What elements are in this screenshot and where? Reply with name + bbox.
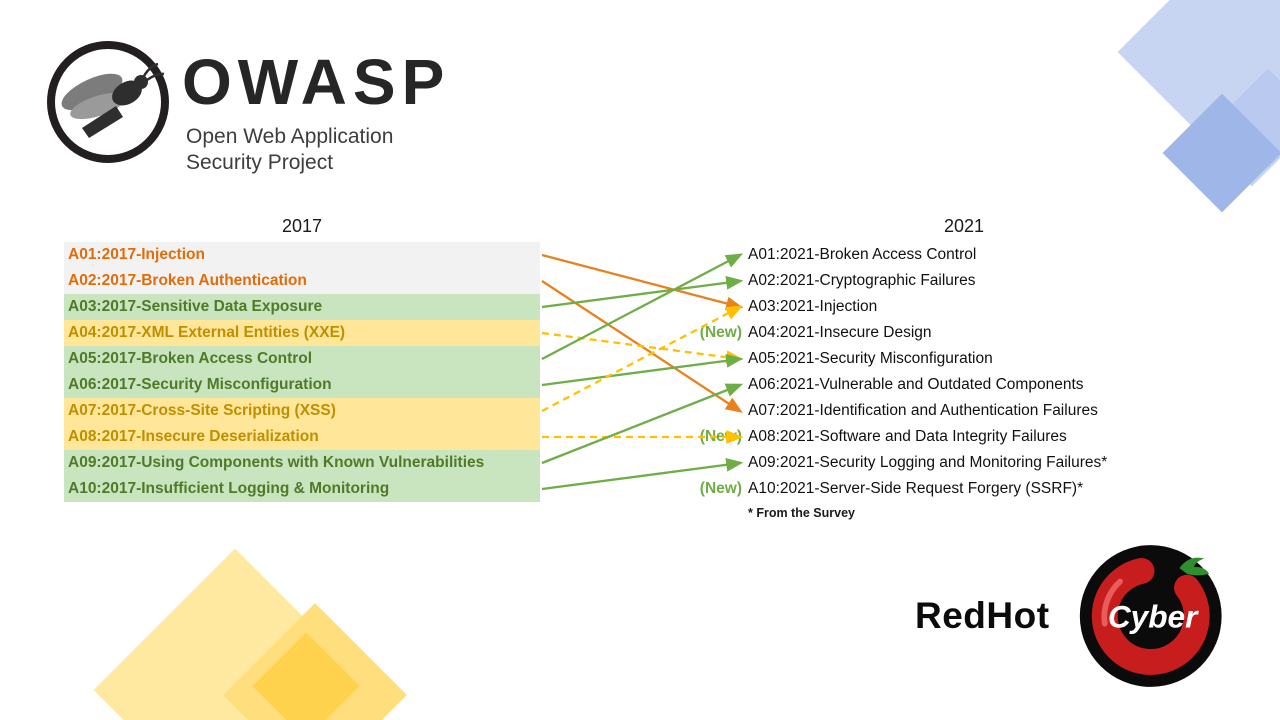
owasp-2021-item: A06:2021-Vulnerable and Outdated Compone… [684, 372, 1107, 398]
owasp-2021-item: (New) A10:2021-Server-Side Request Forger… [684, 476, 1107, 502]
owasp-2021-item: A01:2021-Broken Access Control [684, 242, 1107, 268]
column-header-2017: 2017 [281, 216, 323, 236]
owasp-2017-item: A02:2017-Broken Authentication [64, 268, 540, 294]
owasp-text-block: OWASP Open Web Application Security Proj… [182, 36, 450, 177]
new-badge [684, 346, 742, 372]
owasp-subtitle-line1: Open Web Application [186, 125, 394, 148]
new-badge: (New) [699, 428, 742, 445]
owasp-2021-item: (New) A08:2021-Software and Data Integrit… [684, 424, 1107, 450]
owasp-2021-label: A09:2021-Security Logging and Monitoring… [748, 454, 1108, 471]
owasp-subtitle: Open Web Application Security Project [186, 124, 450, 177]
footnote: * From the Survey [748, 506, 855, 520]
owasp-2021-label: A04:2021-Insecure Design [748, 324, 932, 341]
column-header-2021: 2021 [943, 216, 985, 236]
owasp-2017-item: A08:2017-Insecure Deserialization [64, 424, 540, 450]
owasp-wordmark: OWASP [182, 46, 451, 118]
owasp-2021-label: A07:2021-Identification and Authenticati… [748, 402, 1098, 419]
owasp-2021-item: (New) A04:2021-Insecure Design [684, 320, 1107, 346]
owasp-2021-label: A10:2021-Server-Side Request Forgery (SS… [748, 480, 1084, 497]
owasp-2021-item: A09:2021-Security Logging and Monitoring… [684, 450, 1107, 476]
owasp-2021-label: A02:2021-Cryptographic Failures [748, 272, 976, 289]
new-badge [684, 268, 742, 294]
owasp-2021-label: A08:2021-Software and Data Integrity Fai… [748, 428, 1067, 445]
owasp-2017-item: A06:2017-Security Misconfiguration [64, 372, 540, 398]
owasp-2021-item: A05:2021-Security Misconfiguration [684, 346, 1107, 372]
redhot-wordmark: RedHot [915, 595, 1050, 636]
new-badge [684, 398, 742, 424]
owasp-2017-item: A07:2017-Cross-Site Scripting (XSS) [64, 398, 540, 424]
owasp-2017-item: A01:2017-Injection [64, 242, 540, 268]
owasp-2021-label: A06:2021-Vulnerable and Outdated Compone… [748, 376, 1084, 393]
owasp-2017-item: A09:2017-Using Components with Known Vul… [64, 450, 540, 476]
owasp-2021-item: A07:2021-Identification and Authenticati… [684, 398, 1107, 424]
owasp-2017-item: A04:2017-XML External Entities (XXE) [64, 320, 540, 346]
new-badge [684, 294, 742, 320]
owasp-2021-label: A05:2021-Security Misconfiguration [748, 350, 993, 367]
owasp-2021-label: A01:2021-Broken Access Control [748, 246, 977, 263]
owasp-2017-item: A05:2017-Broken Access Control [64, 346, 540, 372]
new-badge: (New) [699, 324, 742, 341]
owasp-2021-item: A03:2021-Injection [684, 294, 1107, 320]
pepper-stem-icon [1179, 557, 1209, 576]
cyber-wordmark: Cyber [1107, 598, 1198, 634]
new-badge [684, 242, 742, 268]
owasp-wasp-icon [47, 41, 169, 163]
new-badge: (New) [699, 480, 742, 497]
redhot-cyber-logo: Cyber [1079, 545, 1222, 687]
new-badge [684, 372, 742, 398]
new-badge [684, 450, 742, 476]
owasp-2021-item: A02:2021-Cryptographic Failures [684, 268, 1107, 294]
owasp-subtitle-line2: Security Project [186, 151, 334, 175]
owasp-2017-item: A03:2017-Sensitive Data Exposure [64, 294, 540, 320]
owasp-2017-item: A10:2017-Insufficient Logging & Monitori… [64, 476, 540, 502]
owasp-logo-block: OWASP Open Web Application Security Proj… [42, 36, 450, 177]
branding-block: RedHot Cyber [915, 536, 1225, 696]
owasp-2021-label: A03:2021-Injection [748, 298, 878, 315]
